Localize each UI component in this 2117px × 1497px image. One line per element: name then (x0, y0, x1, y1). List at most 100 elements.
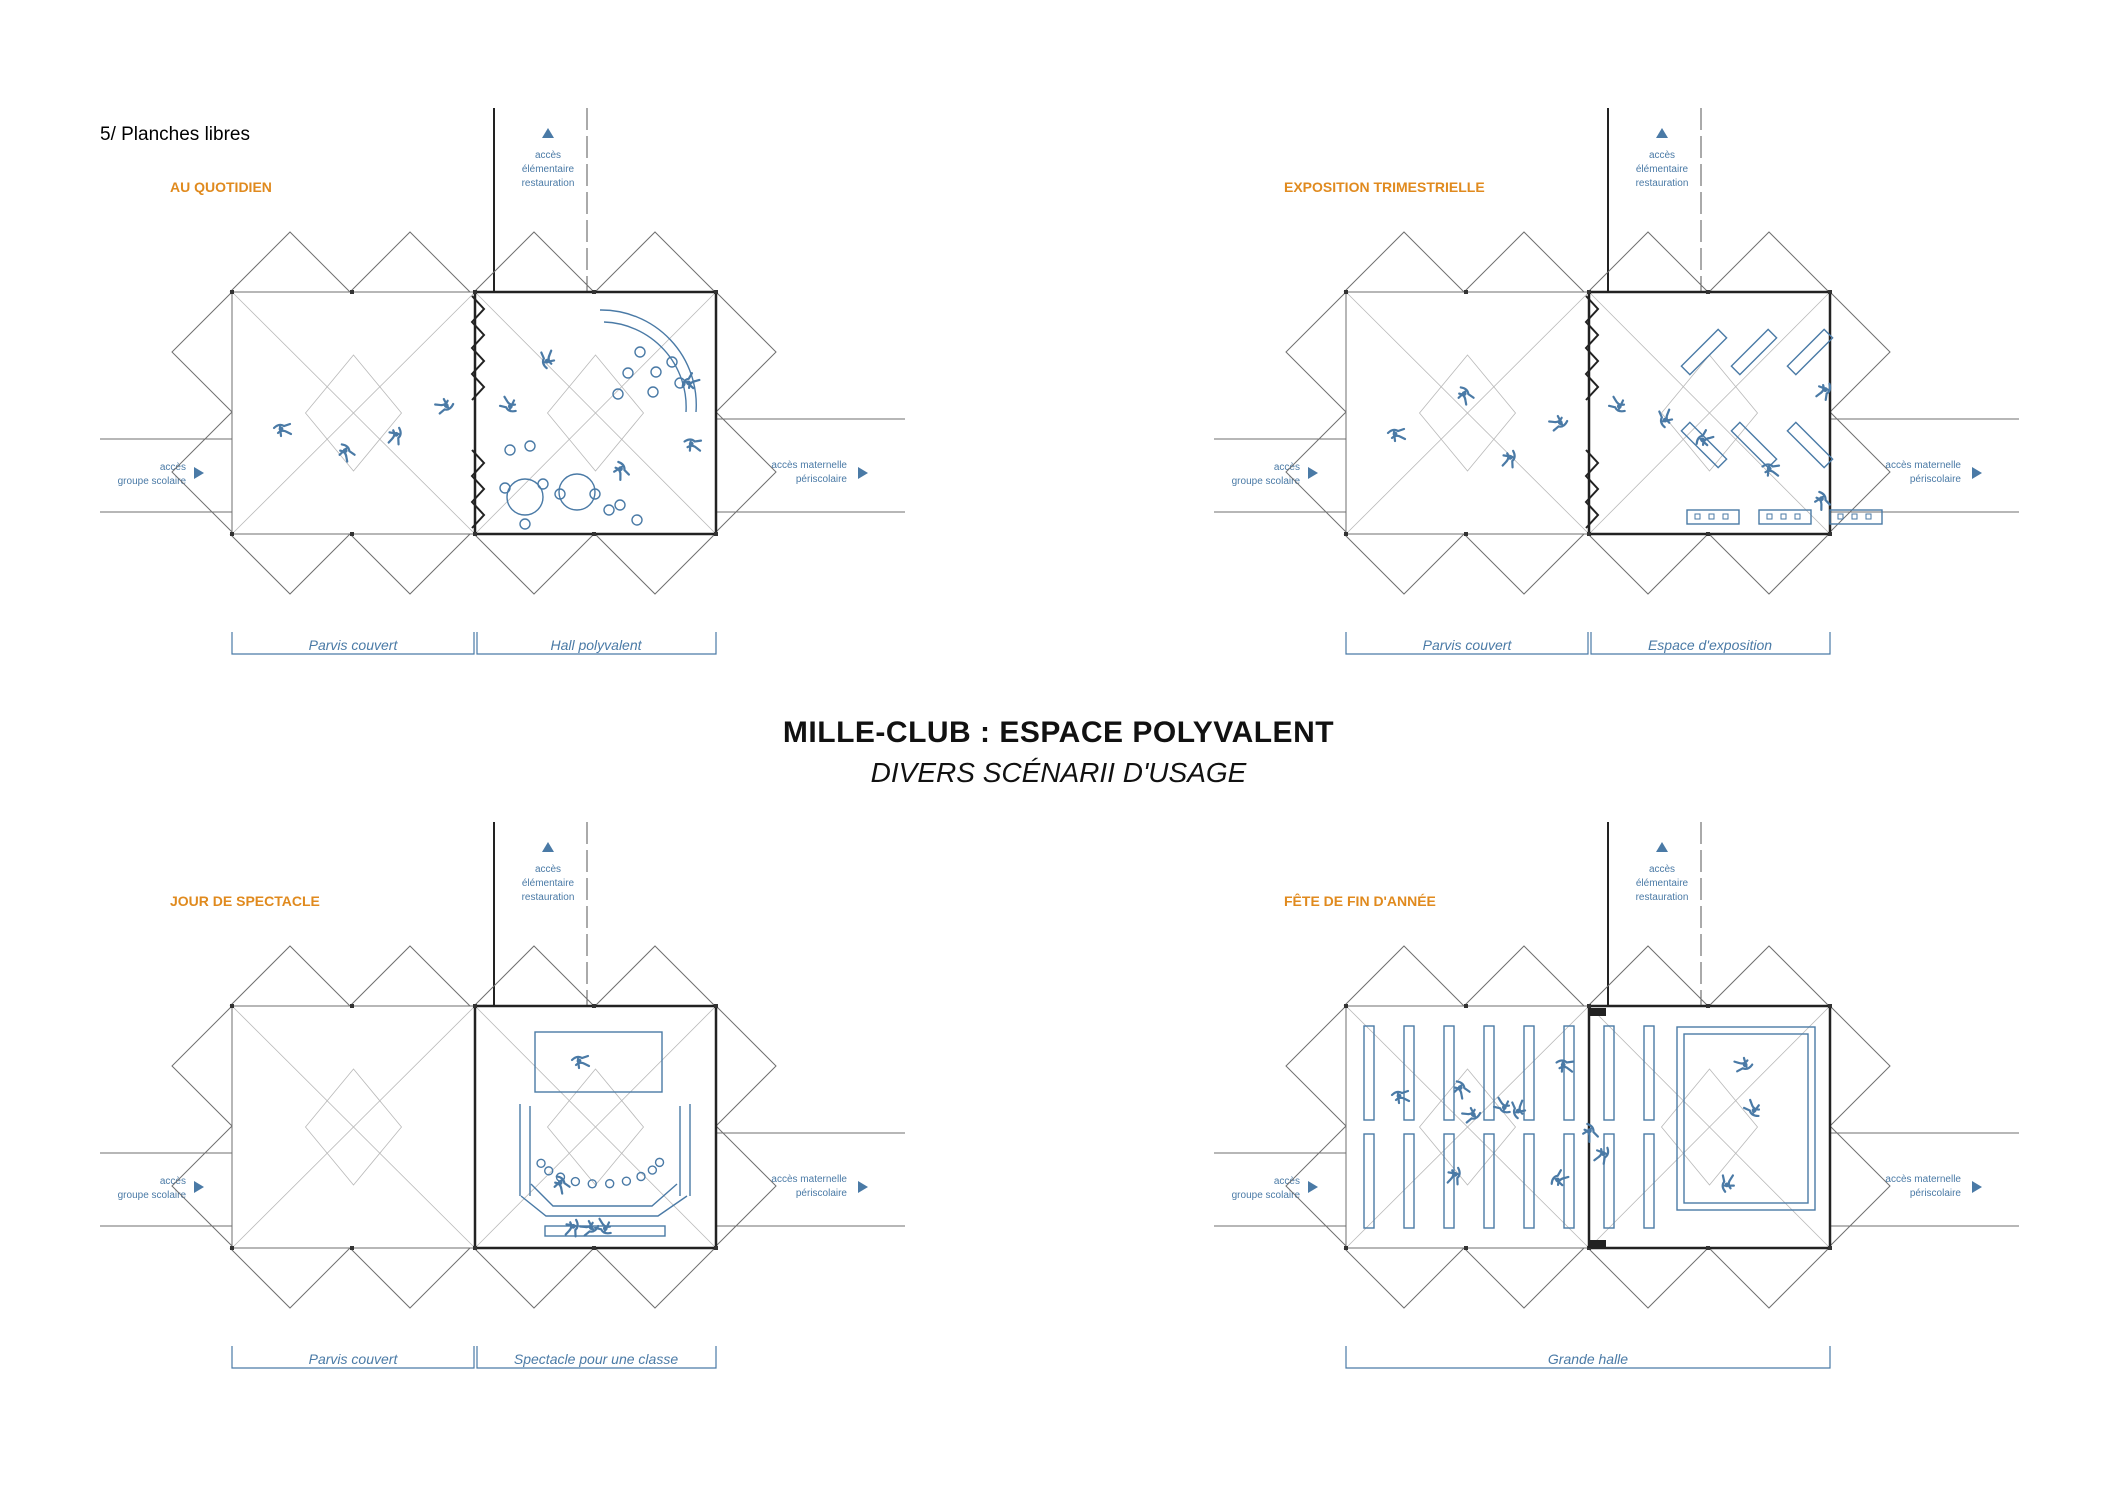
access-top-label: élémentaire (522, 164, 575, 175)
roof-diamond-bottom (1708, 1247, 1830, 1309)
exhibit-object (1722, 513, 1729, 520)
stool (650, 366, 662, 378)
exhibit-object (1694, 513, 1701, 520)
roof-diamond-top (1587, 945, 1709, 1007)
roof-diamond-right (715, 411, 777, 533)
roof-diamond-bottom (229, 533, 351, 595)
audience-seat (544, 1166, 554, 1176)
post-marker (1587, 532, 1591, 536)
person-figure (1733, 1056, 1754, 1073)
stool (612, 388, 624, 400)
folding-partition (1584, 295, 1600, 401)
roof-diamond-top (1343, 231, 1465, 293)
zone-label: Spectacle pour une classe (514, 1351, 678, 1367)
person-figure (1593, 1146, 1610, 1165)
post-marker (714, 290, 718, 294)
roof-diagonal (474, 291, 717, 535)
folding-partition (1584, 449, 1600, 529)
door-marker (1588, 1008, 1606, 1016)
post-marker (1344, 532, 1348, 536)
arrow-right-icon (858, 467, 868, 479)
access-left-label: groupe scolaire (118, 1190, 187, 1201)
roof-diamond-right (715, 1005, 777, 1127)
roof-diamond-top (229, 231, 351, 293)
post-marker (473, 1004, 477, 1008)
zone-bracket (1345, 1346, 1831, 1369)
access-top-label: élémentaire (522, 878, 575, 889)
post-marker (350, 1246, 354, 1250)
plan-scenario-2: EXPOSITION TRIMESTRIELLEaccèsélémentaire… (1214, 108, 2019, 655)
access-right-label: périscolaire (1910, 1188, 1962, 1199)
roof-diamond-bottom (473, 1247, 595, 1309)
person-figure (683, 438, 703, 452)
audience-seat (604, 1178, 615, 1189)
person-figure (1548, 414, 1569, 432)
post-marker (230, 290, 234, 294)
arrow-up-icon (1656, 128, 1668, 138)
audience-seat (587, 1179, 597, 1189)
long-table (1403, 1025, 1415, 1121)
person-figure (553, 1175, 571, 1195)
person-figure (434, 397, 455, 415)
person-figure (1457, 386, 1475, 406)
access-right-label: périscolaire (1910, 474, 1962, 485)
plan-scenario-4: FÊTE DE FIN D'ANNÉEaccèsélémentaireresta… (1214, 822, 2019, 1369)
long-table (1563, 1133, 1575, 1229)
person-figure (1446, 1166, 1461, 1186)
exhibit-panel (1730, 328, 1778, 376)
access-right-label: périscolaire (796, 1188, 848, 1199)
access-left-label: accès (160, 1176, 186, 1187)
zone-bracket (476, 1346, 717, 1369)
arrow-right-icon (1308, 1181, 1318, 1193)
exhibit-object (1766, 513, 1773, 520)
long-table (1483, 1025, 1495, 1121)
stool (666, 356, 678, 368)
person-figure (1386, 427, 1407, 443)
stage (534, 1031, 663, 1093)
audience-seat (647, 1165, 658, 1175)
roof-diamond-bottom (1708, 533, 1830, 595)
person-figure (593, 1217, 612, 1235)
zone-bracket (231, 632, 475, 655)
access-left-label: accès (1274, 462, 1300, 473)
stool (589, 488, 601, 500)
access-top-label: restauration (1636, 892, 1689, 903)
access-top-label: restauration (1636, 178, 1689, 189)
post-marker (714, 1246, 718, 1250)
stool (504, 444, 516, 456)
arrow-right-icon (858, 1181, 868, 1193)
roof-diamond-center (546, 1068, 645, 1186)
sub-title: DIVERS SCÉNARII D'USAGE (870, 757, 1247, 788)
long-table (1363, 1133, 1375, 1229)
post-marker (350, 1004, 354, 1008)
stool (554, 488, 566, 500)
post-marker (1828, 1004, 1832, 1008)
stool (603, 504, 615, 516)
roof-diamond-bottom (1587, 533, 1709, 595)
stool (647, 386, 659, 398)
front-bench (520, 1195, 688, 1217)
round-table (558, 473, 596, 511)
person-figure (1461, 1106, 1482, 1124)
roof-diamond-left (171, 411, 233, 533)
roof-diamond-center (546, 354, 645, 472)
post-marker (1828, 290, 1832, 294)
access-left-label: accès (1274, 1176, 1300, 1187)
roof-diamond-left (1285, 291, 1347, 413)
exhibit-panel (1786, 328, 1834, 376)
arrow-right-icon (1308, 467, 1318, 479)
dance-floor (1676, 1026, 1816, 1211)
roof-diamond-left (1285, 1125, 1347, 1247)
roof-diamond-center (1418, 1068, 1517, 1186)
stool (519, 518, 531, 530)
post-marker (1706, 1004, 1710, 1008)
person-figure (579, 1219, 600, 1237)
person-figure (540, 349, 556, 370)
arrow-up-icon (542, 842, 554, 852)
roof-diamond-right (1829, 411, 1891, 533)
roof-diagonal (231, 1005, 476, 1249)
post-marker (473, 290, 477, 294)
stool (614, 499, 626, 511)
zone-label: Hall polyvalent (550, 637, 642, 653)
